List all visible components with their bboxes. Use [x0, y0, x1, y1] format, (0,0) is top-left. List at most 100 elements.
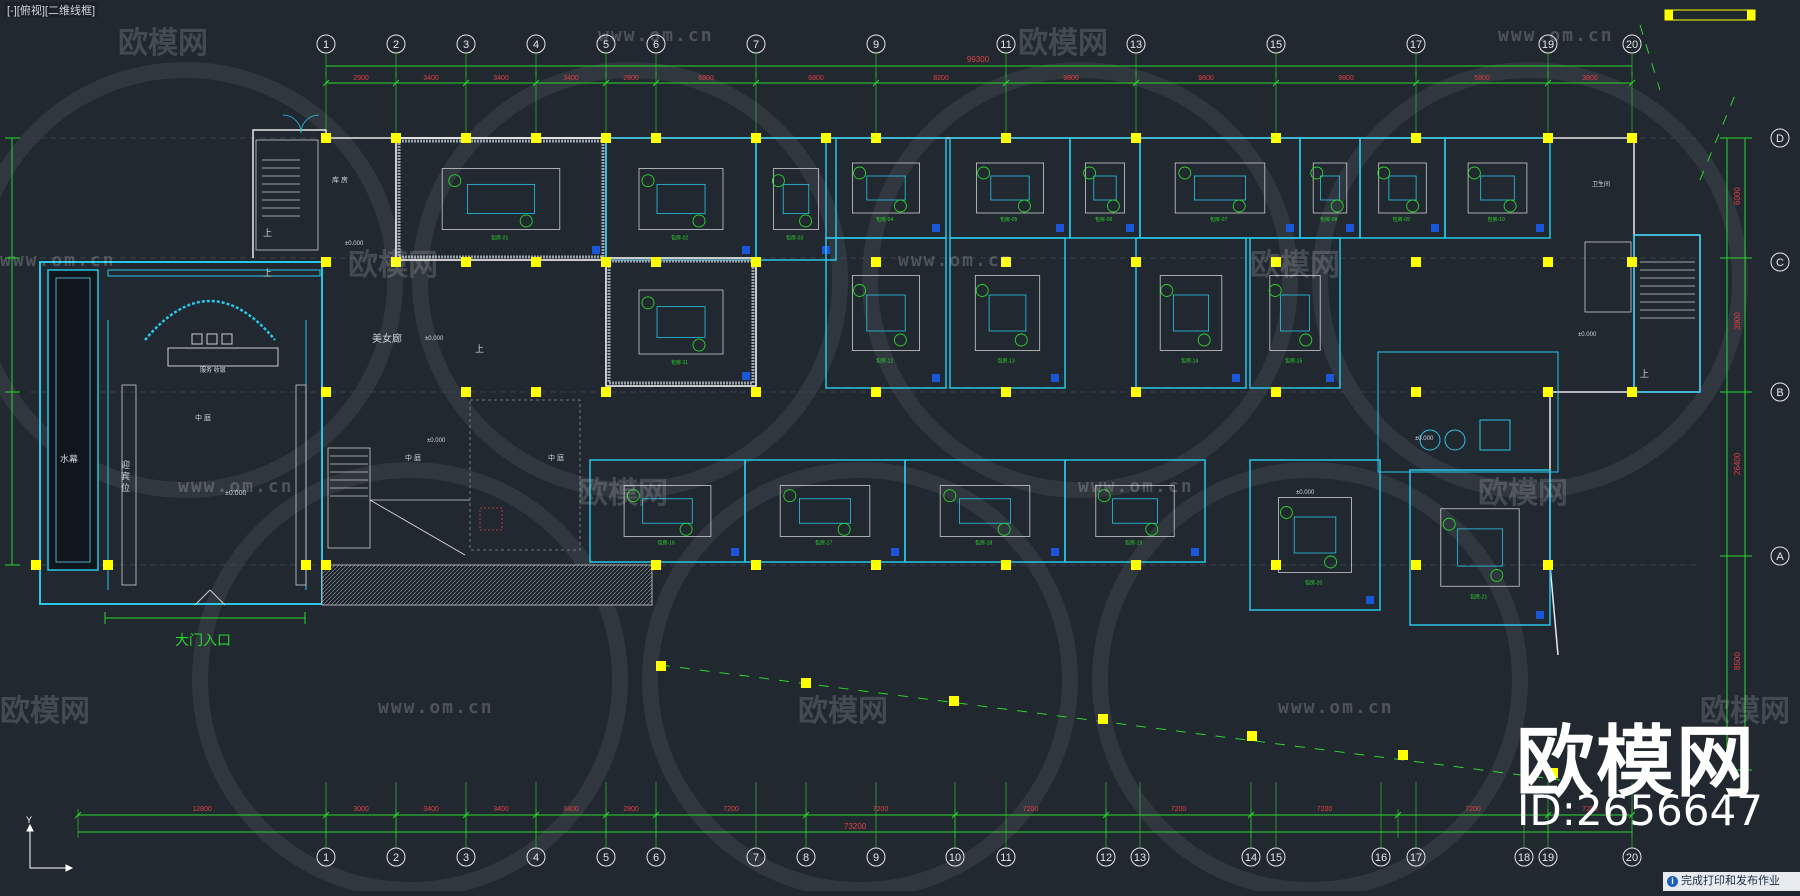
svg-text:包房-15: 包房-15: [1285, 358, 1302, 365]
dimension-text: 9800: [1063, 75, 1079, 82]
column: [31, 560, 41, 570]
watermark-text: 欧模网: [0, 694, 90, 729]
axis-number: 6: [653, 852, 659, 864]
svg-text:包房-09: 包房-09: [1393, 216, 1410, 223]
column: [1271, 257, 1281, 267]
corridor-stairs: [321, 399, 653, 606]
corridor-level: ±0.000: [427, 438, 446, 444]
dimension-text: 7200: [1465, 806, 1481, 813]
dimension-text: 7200: [873, 806, 889, 813]
svg-text:包房-07: 包房-07: [1210, 216, 1227, 223]
axis-number: 13: [1130, 39, 1142, 51]
svg-text:包房-08: 包房-08: [1320, 216, 1337, 223]
column: [531, 257, 541, 267]
toilet-label: 卫生间: [1592, 180, 1610, 188]
watermark-url: www.om.cn: [898, 250, 1014, 271]
lobby-up-label: 上: [263, 268, 272, 278]
bottom-total-dimension: 73200: [844, 822, 867, 831]
dimension-text: 3400: [493, 806, 509, 813]
column: [751, 133, 761, 143]
axis-number: 17: [1410, 852, 1422, 864]
axis-number: 15: [1270, 852, 1282, 864]
svg-text:包房-12: 包房-12: [876, 358, 893, 365]
axis-number: 3: [463, 39, 469, 51]
column: [1131, 257, 1141, 267]
watermark-url: www.om.cn: [1278, 697, 1394, 718]
watermark-url: www.om.cn: [378, 697, 494, 718]
column: [1001, 560, 1011, 570]
room: 包房-11: [605, 257, 757, 387]
axis-number: 3: [463, 852, 469, 864]
svg-text:包房-04: 包房-04: [876, 216, 893, 223]
column: [601, 133, 611, 143]
column: [301, 560, 311, 570]
column: [531, 387, 541, 397]
column: [821, 133, 831, 143]
info-icon: i: [1667, 876, 1678, 887]
room: 包房-01: [395, 137, 607, 261]
svg-text:包房-19: 包房-19: [1125, 540, 1142, 547]
ucs-icon: Y: [26, 815, 74, 872]
svg-text:26400: 26400: [1733, 452, 1742, 475]
column: [751, 560, 761, 570]
dimension-text: 3800: [1582, 75, 1598, 82]
right-dimension-lines: [1720, 137, 1752, 771]
axis-number: 13: [1134, 852, 1146, 864]
axis-number: 11: [1000, 39, 1011, 51]
axis-number: 4: [533, 852, 539, 864]
svg-text:包房-11: 包房-11: [671, 359, 688, 366]
reception-desk-label: 服务 收银: [200, 366, 226, 374]
svg-text:包房-03: 包房-03: [786, 234, 803, 241]
column: [461, 133, 471, 143]
watermark-url: www.om.cn: [178, 476, 294, 497]
axis-number: 4: [533, 39, 539, 51]
room: 包房-10: [1444, 137, 1551, 239]
axis-letter: D: [1776, 133, 1784, 145]
column: [1131, 133, 1141, 143]
svg-text:8500: 8500: [1733, 652, 1742, 670]
room: 包房-18: [904, 459, 1066, 563]
svg-text:3900: 3900: [1733, 312, 1742, 330]
brand-id-text: ID:2656647: [1517, 786, 1763, 835]
room: 包房-21: [1409, 469, 1551, 626]
axis-letter: A: [1776, 551, 1784, 563]
column: [461, 257, 471, 267]
axis-bubble: [1770, 546, 1790, 566]
column: [651, 257, 661, 267]
axis-number: 16: [1375, 852, 1387, 864]
dimension-text: 3000: [353, 806, 369, 813]
svg-text:包房-17: 包房-17: [815, 540, 832, 547]
watermark-text: 欧模网: [1018, 26, 1108, 61]
viewport-controls-label[interactable]: [-][俯视][二维线框]: [4, 2, 98, 18]
left-dimension-lines: [5, 137, 20, 566]
axis-bubble: [1770, 382, 1790, 402]
room: 包房-12: [825, 237, 947, 389]
svg-text:包房-21: 包房-21: [1470, 594, 1487, 601]
column: [1001, 133, 1011, 143]
brand-logo-text: 欧模网: [1516, 718, 1757, 808]
axis-number: 1: [323, 39, 329, 51]
axis-number: 15: [1270, 39, 1282, 51]
column: [1543, 387, 1553, 397]
watermark-text: 欧模网: [798, 694, 888, 729]
axis-number: 2: [393, 852, 399, 864]
axis-number: 5: [603, 852, 609, 864]
top-right-element: [1664, 9, 1756, 21]
beauty-room-level: ±0.000: [425, 336, 444, 342]
axis-number: 1: [323, 852, 329, 864]
axis-bubble: [1770, 252, 1790, 272]
axis-number: 20: [1626, 852, 1638, 864]
axis-number: 9: [873, 39, 879, 51]
dimension-text: 2800: [623, 806, 639, 813]
axis-letter: B: [1776, 387, 1783, 399]
axis-number: 10: [949, 852, 961, 864]
dimension-text: 3400: [563, 75, 579, 82]
svg-text:包房-14: 包房-14: [1181, 358, 1198, 365]
dimension-text: 8200: [933, 75, 949, 82]
column: [1411, 257, 1421, 267]
water-feature-label: 水幕: [60, 453, 78, 464]
